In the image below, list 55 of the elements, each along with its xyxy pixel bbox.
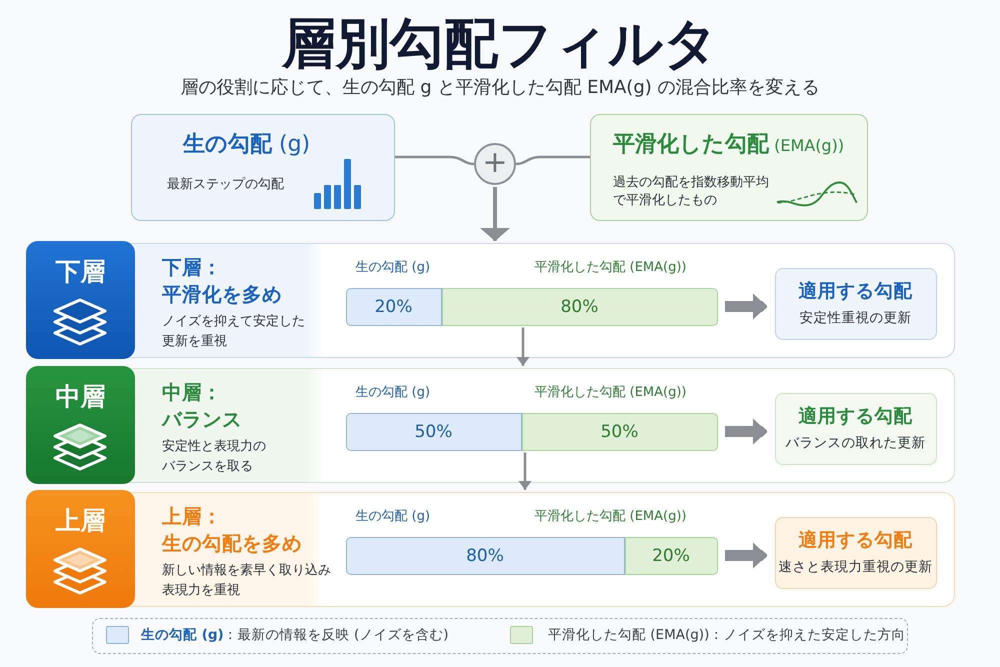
layer-description: ノイズを抑えて安定した更新を重視	[162, 313, 306, 351]
subtitle: 層の役割に応じて、生の勾配 g と平滑化した勾配 EMA(g) の混合比率を変える	[180, 76, 820, 100]
layer-heading: 上層：生の勾配を多め	[162, 504, 303, 557]
result-box	[774, 268, 936, 340]
layer-description: 新しい情報を素早く取り込み表現力を重視	[162, 562, 332, 600]
card-heading: 平滑化した勾配 (EMA(g))	[613, 131, 844, 159]
result-text: バランスの取れた更新	[786, 434, 926, 452]
result-text: 安定性重視の更新	[800, 309, 912, 327]
card-text: 最新ステップの勾配	[167, 176, 285, 194]
result-box	[774, 392, 936, 464]
sum-node: +	[474, 143, 516, 185]
block-arrow	[725, 418, 767, 444]
tile-label: 中層	[54, 381, 106, 413]
segment-label: 生の勾配 (g)	[356, 258, 430, 276]
layer-description: 安定性と表現力のバランスを取る	[162, 438, 267, 476]
bar-segment: 50%	[522, 412, 718, 450]
segment-label: 平滑化した勾配 (EMA(g))	[534, 384, 686, 402]
bar-segment: 80%	[442, 288, 718, 326]
card-text: 過去の勾配を指数移動平均で平滑化したもの	[613, 174, 770, 210]
result-title: 適用する勾配	[798, 405, 912, 429]
layer-band	[28, 243, 955, 358]
card-heading: 生の勾配 (g)	[183, 131, 310, 159]
layer-heading: 中層：バランス	[162, 380, 243, 433]
layer-tile	[26, 366, 135, 484]
bar-segment: 20%	[346, 288, 442, 326]
segment-label: 生の勾配 (g)	[356, 508, 430, 526]
gradient-card	[590, 114, 868, 221]
bar-segment: 80%	[346, 536, 624, 574]
gradient-card	[131, 114, 395, 221]
layer-heading: 下層：平滑化を多め	[162, 255, 283, 308]
legend-text: 平滑化した勾配 (EMA(g))：ノイズを抑えた安定した方向	[548, 626, 906, 645]
result-title: 適用する勾配	[798, 280, 912, 304]
block-arrow	[725, 294, 767, 320]
title: 層別勾配フィルタ	[280, 11, 719, 77]
result-text: 速さと表現力重視の更新	[778, 558, 932, 576]
legend-text: 生の勾配 (g)：最新の情報を反映 (ノイズを含む)	[141, 626, 449, 645]
arrow	[518, 452, 532, 490]
arrow	[480, 187, 510, 241]
bar-segment: 50%	[346, 412, 522, 450]
result-title: 適用する勾配	[798, 529, 912, 553]
arrow	[516, 328, 530, 366]
result-box	[774, 516, 936, 588]
block-arrow	[725, 542, 767, 568]
segment-label: 生の勾配 (g)	[356, 384, 430, 402]
layer-band	[28, 368, 955, 483]
connector-line	[395, 156, 474, 166]
segment-label: 平滑化した勾配 (EMA(g))	[534, 258, 686, 276]
segment-label: 平滑化した勾配 (EMA(g))	[534, 508, 686, 526]
layer-tile	[26, 241, 135, 359]
connector-line	[516, 156, 590, 166]
layer-band	[28, 492, 955, 607]
tile-label: 下層	[54, 256, 106, 288]
bar-segment: 20%	[624, 536, 718, 574]
tile-label: 上層	[54, 505, 106, 537]
layer-tile	[26, 490, 135, 608]
